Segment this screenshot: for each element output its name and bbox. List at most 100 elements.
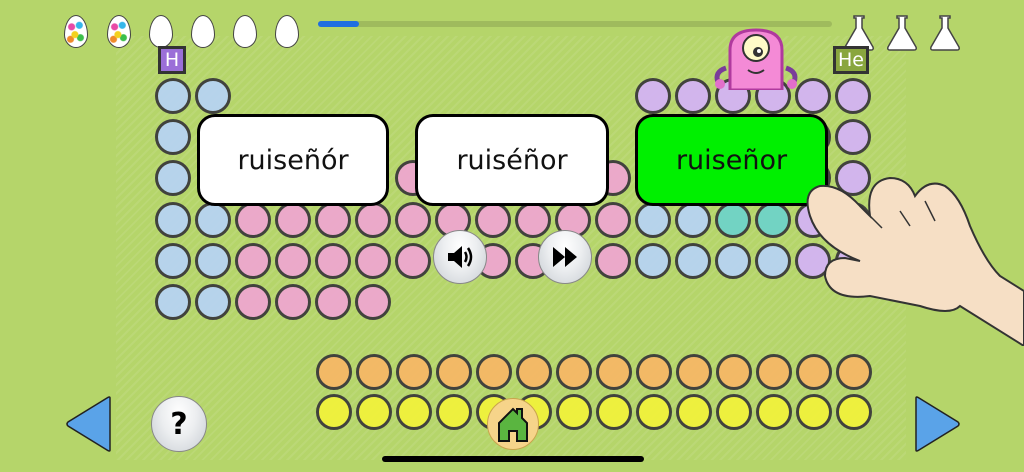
element-cell: [716, 354, 752, 390]
element-cell: [595, 202, 631, 238]
flask-icon: [930, 15, 960, 51]
element-cell: [436, 354, 472, 390]
element-cell: [756, 354, 792, 390]
element-cell: [356, 394, 392, 430]
element-cell: [556, 354, 592, 390]
element-cell: [155, 243, 191, 279]
element-cell: [515, 202, 551, 238]
element-cell: [476, 354, 512, 390]
element-cell: [195, 243, 231, 279]
egg-icon-empty: [191, 15, 215, 48]
element-cell: [275, 243, 311, 279]
monster-mascot-icon: [714, 28, 798, 90]
flask-icon: [887, 15, 917, 51]
element-cell: [316, 354, 352, 390]
element-cell: [275, 202, 311, 238]
element-cell: [396, 394, 432, 430]
egg-icon-filled: [64, 15, 88, 48]
answer-choice-label: ruiseñor: [675, 144, 788, 176]
element-cell: [195, 284, 231, 320]
element-cell: [195, 78, 231, 114]
previous-button[interactable]: [64, 396, 114, 452]
element-cell: [235, 243, 271, 279]
element-cell: [356, 354, 392, 390]
answer-choice-2[interactable]: ruiséñor: [415, 114, 609, 206]
element-cell: [716, 394, 752, 430]
answer-choice-1[interactable]: ruiseñór: [197, 114, 389, 206]
element-tile-helium: He: [833, 46, 869, 74]
house-icon: [498, 407, 528, 442]
element-cell: [676, 394, 712, 430]
next-button[interactable]: [912, 396, 962, 452]
skip-button[interactable]: [538, 230, 592, 284]
element-cell: [835, 78, 871, 114]
element-cell: [675, 78, 711, 114]
element-cell: [155, 202, 191, 238]
element-cell: [155, 78, 191, 114]
element-cell: [275, 284, 311, 320]
egg-icon-empty: [233, 15, 257, 48]
answer-choice-3-correct[interactable]: ruiseñor: [635, 114, 828, 206]
element-cell: [396, 354, 432, 390]
pointing-hand-icon: [806, 176, 1024, 346]
element-cell: [836, 394, 872, 430]
element-cell: [636, 394, 672, 430]
element-cell: [315, 284, 351, 320]
progress-bar-fill: [318, 21, 360, 27]
answer-choice-label: ruiséñor: [456, 144, 568, 176]
element-tile-hydrogen: H: [158, 46, 186, 74]
element-cell: [155, 160, 191, 196]
element-cell: [395, 202, 431, 238]
element-cell: [195, 202, 231, 238]
element-cell: [315, 202, 351, 238]
play-sound-button[interactable]: [433, 230, 487, 284]
egg-icon-empty: [149, 15, 173, 48]
element-cell: [235, 202, 271, 238]
element-cell: [355, 284, 391, 320]
help-button[interactable]: ?: [151, 396, 207, 452]
element-cell: [755, 202, 791, 238]
element-cell: [355, 243, 391, 279]
element-cell: [235, 284, 271, 320]
element-cell: [796, 394, 832, 430]
element-cell: [756, 394, 792, 430]
element-cell: [316, 394, 352, 430]
element-symbol: He: [838, 49, 864, 71]
element-cell: [556, 394, 592, 430]
element-cell: [155, 284, 191, 320]
element-cell: [636, 354, 672, 390]
element-cell: [436, 394, 472, 430]
element-cell: [595, 243, 631, 279]
element-cell: [715, 243, 751, 279]
element-cell: [675, 243, 711, 279]
egg-icon-empty: [275, 15, 299, 48]
element-cell: [155, 119, 191, 155]
element-cell: [475, 202, 511, 238]
element-cell: [596, 354, 632, 390]
element-cell: [836, 354, 872, 390]
fast-forward-icon: [553, 247, 577, 267]
element-cell: [315, 243, 351, 279]
element-cell: [835, 119, 871, 155]
element-cell: [596, 394, 632, 430]
element-cell: [355, 202, 391, 238]
element-cell: [395, 243, 431, 279]
progress-bar: [318, 21, 832, 27]
element-cell: [635, 78, 671, 114]
element-cell: [755, 243, 791, 279]
element-symbol: H: [164, 49, 180, 71]
element-cell: [635, 243, 671, 279]
element-cell: [715, 202, 751, 238]
home-indicator-bar: [382, 456, 644, 462]
element-cell: [516, 354, 552, 390]
element-cell: [795, 78, 831, 114]
egg-icon-filled: [107, 15, 131, 48]
element-cell: [796, 354, 832, 390]
speaker-icon: [448, 246, 473, 268]
element-cell: [635, 202, 671, 238]
question-mark-icon: ?: [170, 406, 188, 442]
home-button[interactable]: [487, 398, 539, 450]
element-cell: [675, 202, 711, 238]
element-cell: [676, 354, 712, 390]
answer-choice-label: ruiseñór: [237, 144, 349, 176]
